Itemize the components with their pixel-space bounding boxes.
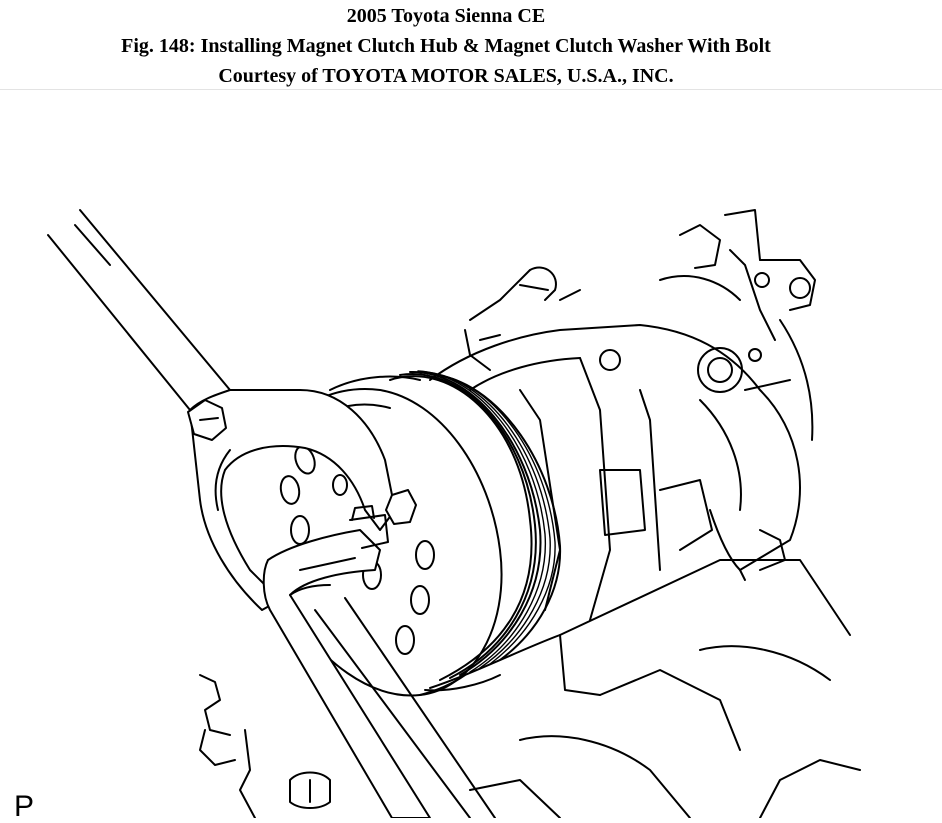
compressor-body	[429, 209, 816, 621]
line-drawing	[47, 209, 861, 818]
corner-label: P	[14, 790, 35, 823]
courtesy-credit: Courtesy of TOYOTA MOTOR SALES, U.S.A., …	[218, 65, 674, 87]
vehicle-title: 2005 Toyota Sienna CE	[346, 5, 546, 27]
figure-caption: Fig. 148: Installing Magnet Clutch Hub &…	[121, 35, 771, 57]
engine-block	[199, 559, 861, 818]
torque-wrench	[262, 505, 496, 818]
magnet-clutch-pulley	[329, 370, 562, 692]
compressor-clutch-illustration	[0, 90, 942, 818]
figure-header: 2005 Toyota Sienna CE Fig. 148: Installi…	[0, 0, 942, 90]
holding-tool	[47, 209, 417, 611]
header-divider	[0, 89, 942, 90]
